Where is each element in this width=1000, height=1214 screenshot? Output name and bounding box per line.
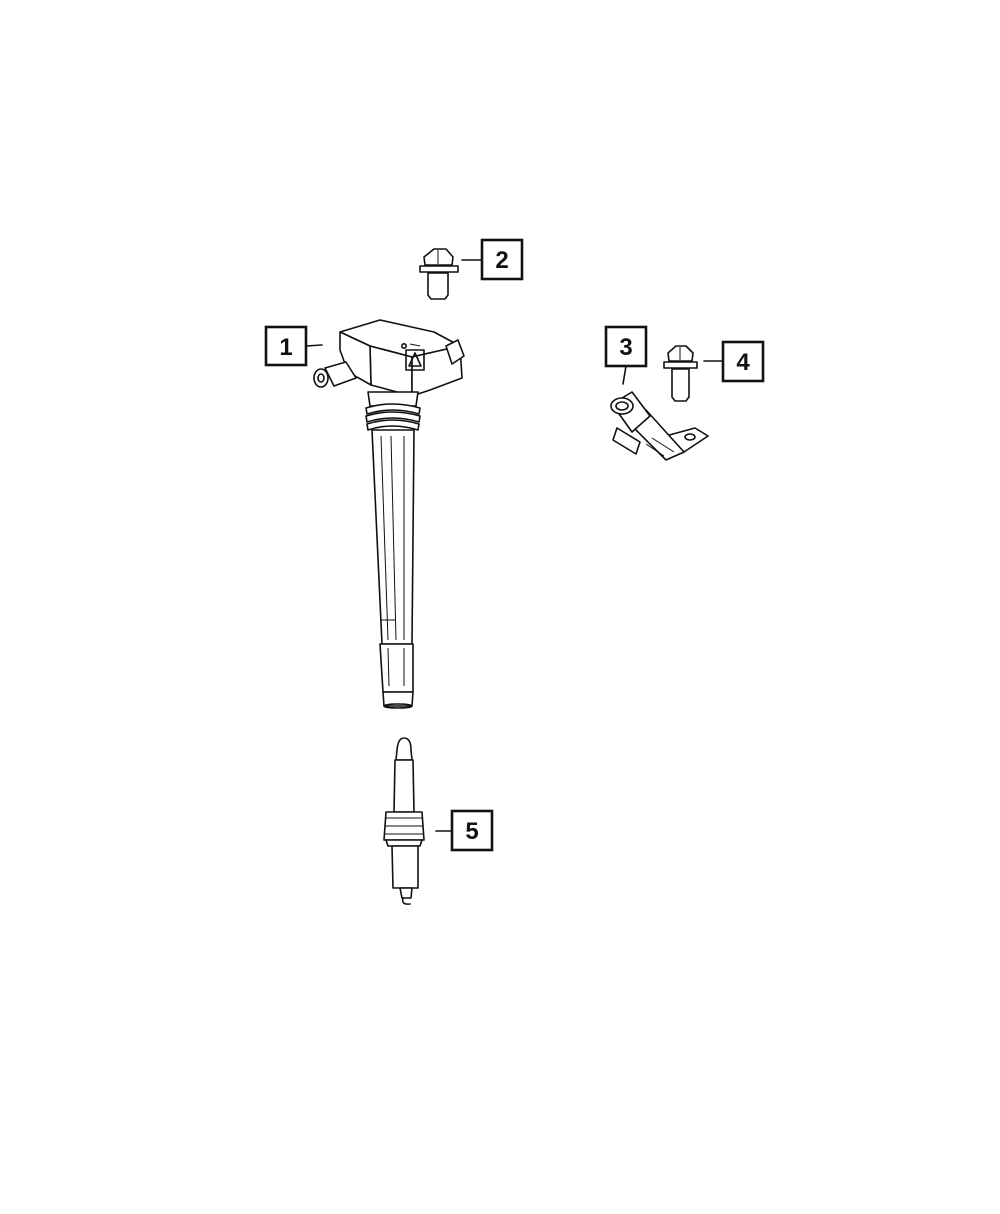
- spark-plug-part-5[interactable]: [383, 737, 425, 905]
- callout-label-1: 1: [279, 334, 292, 361]
- sensor-part-3[interactable]: [610, 391, 709, 461]
- callout-5[interactable]: 5: [450, 809, 494, 852]
- bolt-part-4[interactable]: [663, 345, 698, 402]
- callout-1[interactable]: 1: [264, 325, 308, 367]
- callout-2[interactable]: 2: [480, 238, 524, 281]
- leader-line-3: [622, 365, 627, 385]
- callout-4[interactable]: 4: [721, 340, 765, 383]
- leader-line-1: [305, 344, 323, 347]
- ignition-coil-part-1[interactable]: [313, 319, 465, 709]
- callout-3[interactable]: 3: [604, 325, 648, 368]
- callout-label-2: 2: [495, 247, 508, 274]
- callout-label-4: 4: [736, 349, 750, 376]
- bolt-part-2[interactable]: [419, 248, 459, 300]
- callout-label-3: 3: [619, 334, 632, 361]
- callout-label-5: 5: [465, 818, 478, 845]
